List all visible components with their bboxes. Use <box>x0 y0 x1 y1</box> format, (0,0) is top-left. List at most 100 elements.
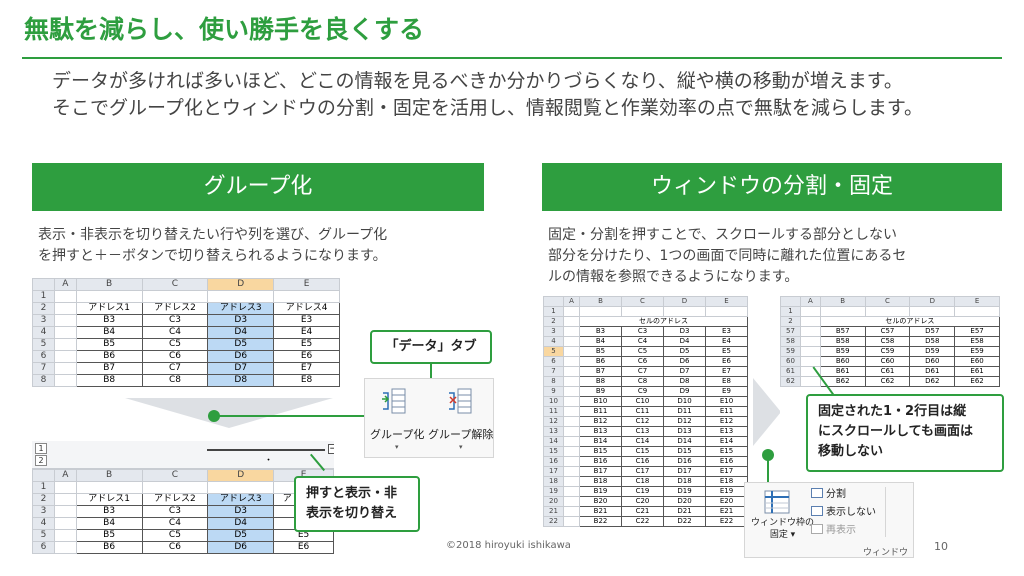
cell[interactable]: D20 <box>663 496 706 507</box>
cell[interactable]: E61 <box>954 366 1000 377</box>
cell[interactable]: E4 <box>273 326 340 339</box>
cell[interactable]: E20 <box>705 496 748 507</box>
cell[interactable] <box>563 306 580 317</box>
cell[interactable] <box>864 306 911 317</box>
cell[interactable]: アドレス2 <box>141 302 209 315</box>
row-header[interactable]: 61 <box>780 366 801 377</box>
column-header-b[interactable]: B <box>579 296 622 307</box>
cell[interactable]: B7 <box>75 362 143 375</box>
cell[interactable]: B3 <box>75 505 143 518</box>
cell[interactable]: E14 <box>705 436 748 447</box>
column-header-c[interactable]: C <box>621 296 664 307</box>
cell[interactable]: E16 <box>705 456 748 467</box>
cell[interactable]: C17 <box>621 466 664 477</box>
column-header-d[interactable]: D <box>663 296 706 307</box>
cell[interactable]: C14 <box>621 436 664 447</box>
cell[interactable] <box>563 346 580 357</box>
cell[interactable] <box>563 376 580 387</box>
cell[interactable] <box>819 306 866 317</box>
column-header-d[interactable]: D <box>207 469 275 482</box>
cell[interactable]: E17 <box>705 466 748 477</box>
cell[interactable]: アドレス2 <box>141 493 209 506</box>
column-header-a[interactable]: A <box>53 278 77 291</box>
corner-cell[interactable] <box>32 278 55 291</box>
cell[interactable]: B6 <box>75 350 143 363</box>
cell[interactable] <box>141 481 209 494</box>
cell[interactable]: B6 <box>75 541 143 554</box>
row-header[interactable]: 58 <box>780 336 801 347</box>
cell[interactable]: B18 <box>579 476 622 487</box>
cell[interactable]: C21 <box>621 506 664 517</box>
cell[interactable] <box>799 306 821 317</box>
row-header[interactable]: 6 <box>32 541 55 554</box>
split-button[interactable]: 分割 <box>811 488 846 502</box>
column-header-e[interactable]: E <box>705 296 748 307</box>
cell[interactable] <box>53 350 77 363</box>
row-header[interactable]: 4 <box>32 326 55 339</box>
cell[interactable]: B4 <box>75 326 143 339</box>
cell[interactable]: B19 <box>579 486 622 497</box>
row-header[interactable]: 3 <box>32 505 55 518</box>
cell[interactable] <box>563 446 580 457</box>
column-header-c[interactable]: C <box>141 278 209 291</box>
cell[interactable] <box>273 290 340 303</box>
column-header-e[interactable]: E <box>273 278 340 291</box>
cell[interactable] <box>563 466 580 477</box>
cell[interactable] <box>53 517 77 530</box>
column-header-c[interactable]: C <box>864 296 911 307</box>
row-header[interactable]: 5 <box>543 346 564 357</box>
cell[interactable]: B20 <box>579 496 622 507</box>
cell[interactable]: C5 <box>141 338 209 351</box>
ungroup-dropdown-caret-icon[interactable]: ▾ <box>459 443 463 451</box>
cell[interactable]: D4 <box>663 336 706 347</box>
cell[interactable]: C10 <box>621 396 664 407</box>
cell[interactable]: E6 <box>273 350 340 363</box>
cell[interactable]: B4 <box>579 336 622 347</box>
cell[interactable] <box>799 346 821 357</box>
cell[interactable]: E59 <box>954 346 1000 357</box>
column-header-a[interactable]: A <box>799 296 821 307</box>
cell[interactable]: D58 <box>909 336 956 347</box>
row-header[interactable]: 3 <box>543 326 564 337</box>
cell[interactable]: C4 <box>621 336 664 347</box>
cell[interactable]: D22 <box>663 516 706 527</box>
cell[interactable]: E9 <box>705 386 748 397</box>
cell[interactable]: B8 <box>579 376 622 387</box>
cell[interactable]: D14 <box>663 436 706 447</box>
cell[interactable]: B16 <box>579 456 622 467</box>
cell[interactable]: E60 <box>954 356 1000 367</box>
column-header-b[interactable]: B <box>819 296 866 307</box>
cell[interactable]: B21 <box>579 506 622 517</box>
cell[interactable]: C5 <box>141 529 209 542</box>
cell[interactable]: E6 <box>705 356 748 367</box>
cell[interactable] <box>53 493 77 506</box>
group-button[interactable]: グループ化 <box>370 428 425 441</box>
cell[interactable] <box>563 326 580 337</box>
cell[interactable]: B3 <box>75 314 143 327</box>
cell[interactable] <box>563 486 580 497</box>
collapse-minus-button[interactable]: − <box>328 444 334 454</box>
cell[interactable]: B60 <box>819 356 866 367</box>
cell[interactable]: E8 <box>705 376 748 387</box>
cell[interactable] <box>53 290 77 303</box>
column-header-b[interactable]: B <box>75 278 143 291</box>
corner-cell[interactable] <box>780 296 801 307</box>
cell[interactable]: D9 <box>663 386 706 397</box>
cell[interactable]: C3 <box>141 505 209 518</box>
row-header[interactable]: 20 <box>543 496 564 507</box>
ungroup-button[interactable]: グループ解除 <box>428 428 494 441</box>
cell[interactable]: アドレス3 <box>207 302 275 315</box>
cell[interactable]: D16 <box>663 456 706 467</box>
cell[interactable]: B57 <box>819 326 866 337</box>
cell[interactable] <box>53 505 77 518</box>
cell[interactable] <box>75 290 143 303</box>
cell[interactable]: D7 <box>663 366 706 377</box>
cell[interactable]: E58 <box>954 336 1000 347</box>
freeze-panes-button[interactable]: ウィンドウ枠の 固定 ▾ <box>751 517 814 541</box>
cell[interactable]: D11 <box>663 406 706 417</box>
cell[interactable]: D8 <box>663 376 706 387</box>
cell[interactable]: D18 <box>663 476 706 487</box>
row-header[interactable]: 60 <box>780 356 801 367</box>
row-header[interactable]: 4 <box>32 517 55 530</box>
cell[interactable]: D60 <box>909 356 956 367</box>
